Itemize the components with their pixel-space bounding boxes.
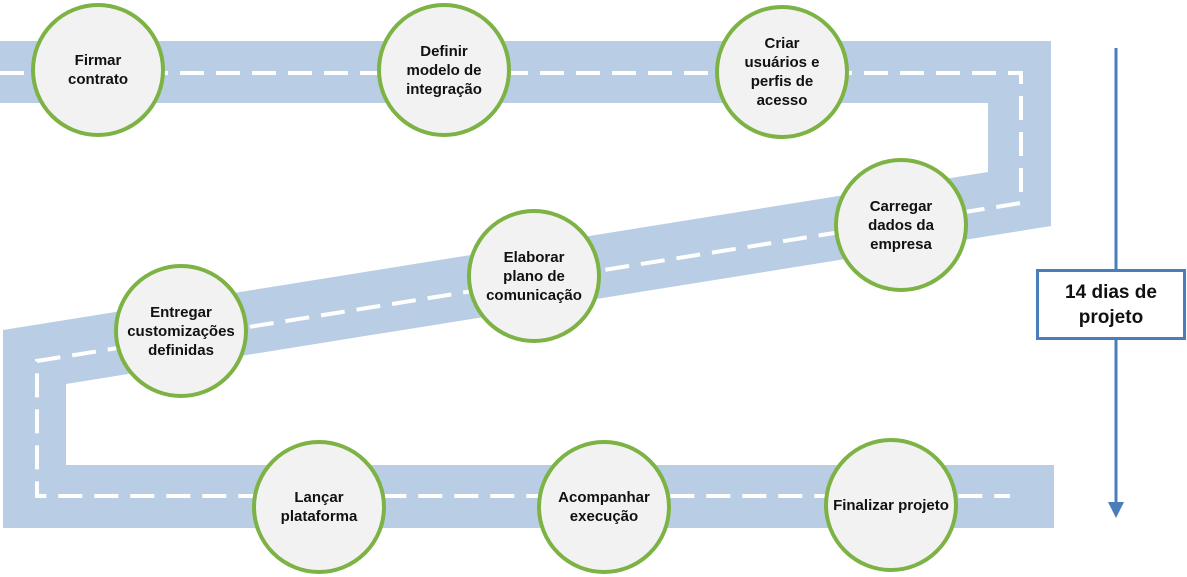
step-label: Elaborar plano de comunicação [486,248,582,304]
step-label: Carregar dados da empresa [868,197,934,253]
step-label: Acompanhar execução [558,489,650,525]
step-carregar-dados: Carregar dados da empresa [834,158,968,292]
step-elaborar-plano: Elaborar plano de comunicação [467,209,601,343]
step-entregar-customizacoes: Entregar customizações definidas [114,264,248,398]
road-center-dashes [0,71,1023,498]
step-label: Finalizar projeto [833,496,949,514]
step-definir-modelo: Definir modelo de integração [377,3,511,137]
step-criar-usuarios: Criar usuários e perfis de acesso [715,5,849,139]
duration-label: 14 dias de projeto [1065,281,1157,328]
step-label: Firmar contrato [68,52,128,88]
duration-box: 14 dias de projeto [1036,269,1186,340]
step-acompanhar-execucao: Acompanhar execução [537,440,671,574]
step-label: Criar usuários e perfis de acesso [744,35,820,109]
timeline-arrow-head [1108,502,1124,518]
step-lancar-plataforma: Lançar plataforma [252,440,386,574]
step-finalizar-projeto: Finalizar projeto [824,438,958,572]
step-label: Lançar plataforma [280,489,358,525]
step-firmar-contrato: Firmar contrato [31,3,165,137]
step-label: Definir modelo de integração [406,42,482,98]
step-label: Entregar customizações definidas [127,303,235,359]
